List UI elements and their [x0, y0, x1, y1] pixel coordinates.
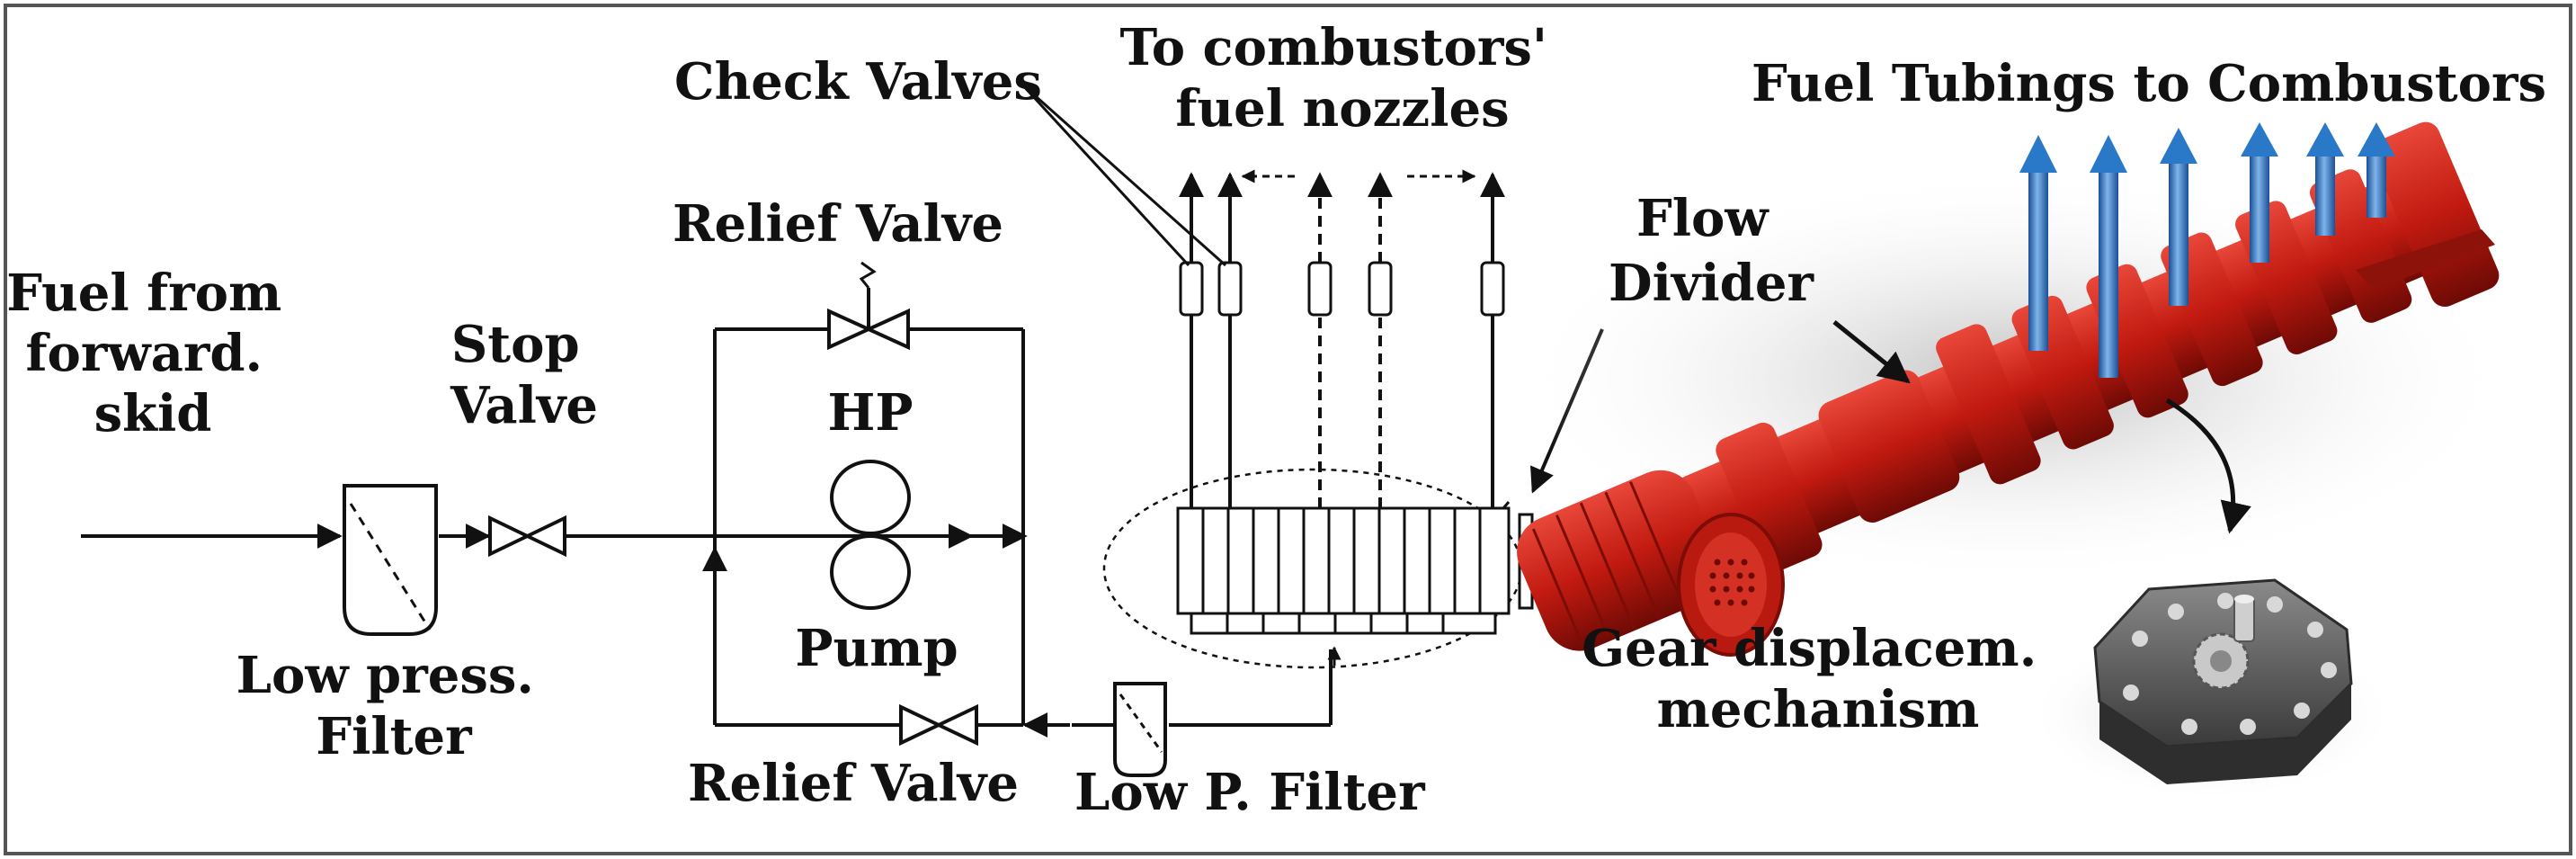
stop-valve-label: Stop Valve: [450, 315, 598, 435]
pump-label: Pump: [795, 619, 958, 678]
fuel-tubings-label: Fuel Tubings to Combustors: [1752, 54, 2546, 113]
check-valves-icons: [1179, 261, 1505, 317]
fuel-source-label: Fuel from forward. skid: [6, 264, 299, 443]
flow-divider-label: Flow Divider: [1609, 189, 1814, 313]
low-p-filter-icon: [1113, 682, 1167, 777]
fuel-tubing-arrow-icon: [2019, 135, 2057, 351]
gear-mechanism-photo: [2028, 578, 2396, 801]
fuel-tubing-arrow-icon: [2358, 122, 2395, 218]
mechanism-pointer: [2165, 398, 2251, 534]
figure-frame: [4, 4, 2572, 855]
low-press-filter-icon: [343, 484, 438, 636]
schematic: [81, 81, 1604, 777]
fuel-tubing-arrow-icon: [2090, 135, 2127, 378]
fuel-tubing-arrows: [2019, 122, 2395, 378]
hp-pump-icon: [830, 460, 911, 610]
relief-valve-bottom-label: Relief Valve: [688, 754, 1019, 813]
stop-valve-icon: [488, 515, 566, 558]
fuel-tubing-arrow-icon: [2306, 122, 2344, 236]
fuel-tubing-arrow-icon: [2241, 122, 2278, 263]
hp-label: HP: [827, 383, 913, 443]
relief-valve-bottom-icon: [899, 703, 978, 747]
relief-valve-top-icon: [827, 261, 910, 351]
low-press-filter-label: Low press. Filter: [236, 646, 552, 766]
low-p-filter-label: Low P. Filter: [1074, 763, 1426, 822]
fuel-tubing-arrow-icon: [2160, 128, 2197, 306]
check-valves-label: Check Valves: [674, 52, 1042, 112]
flow-divider-pointer: [1832, 320, 1911, 384]
relief-valve-top-label: Relief Valve: [673, 194, 1003, 254]
flow-divider-photo: [1511, 121, 2518, 657]
to-combustors-label: To combustors' fuel nozzles: [1119, 18, 1564, 139]
gear-mechanism-label: Gear displacem. mechanism: [1582, 619, 2054, 739]
